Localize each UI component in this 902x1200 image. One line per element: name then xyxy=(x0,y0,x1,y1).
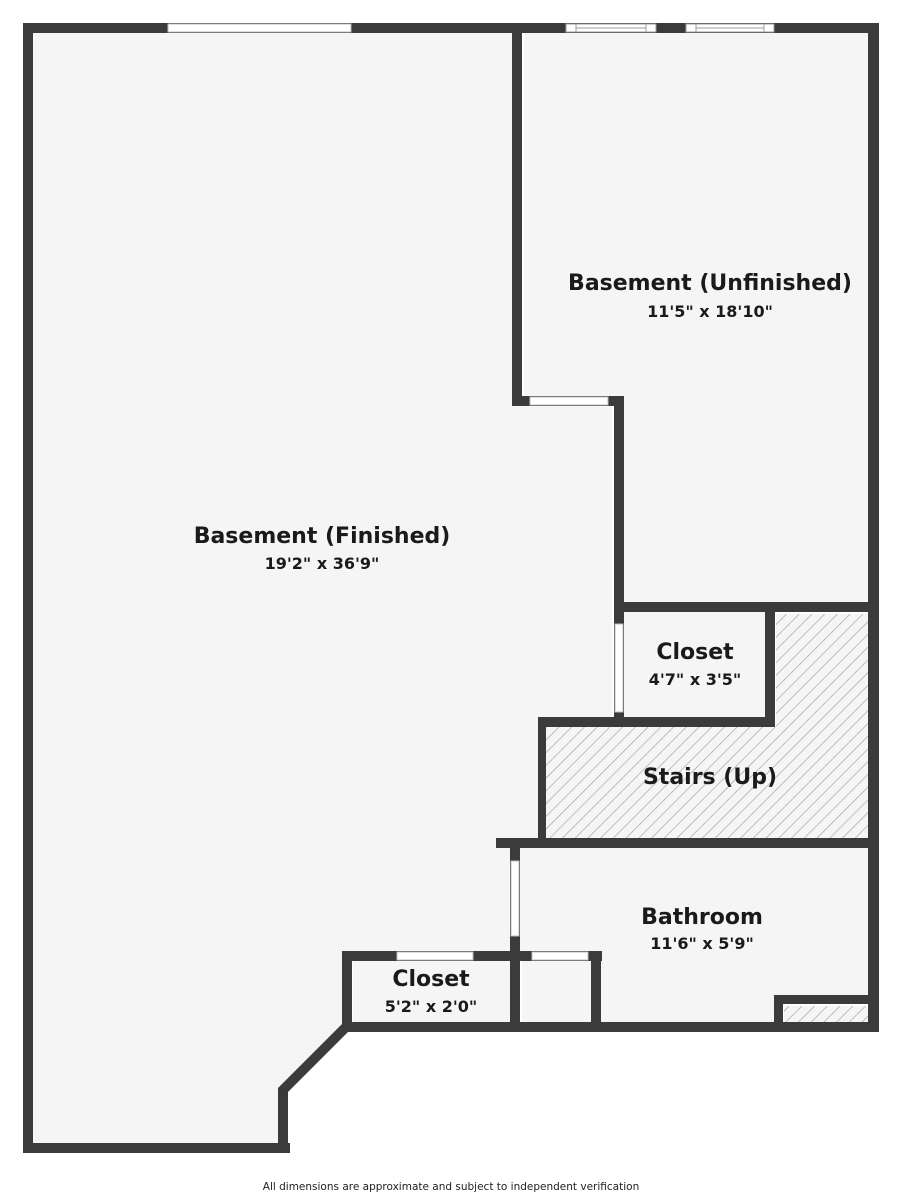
wall-bottom-left xyxy=(23,1143,290,1153)
wall-step-vertical xyxy=(278,1088,288,1153)
opening-closet-upper xyxy=(614,623,624,713)
wall-bath-top xyxy=(496,838,879,848)
floor-basement-unfinished xyxy=(524,33,868,604)
wall-bath-cabinet-top xyxy=(774,995,874,1004)
bath-hatch xyxy=(784,1006,868,1022)
floor-basement-finished xyxy=(33,33,612,1145)
wall-closet-bottom xyxy=(538,717,775,727)
wall-bath-cabinet-side xyxy=(774,995,783,1027)
floor-closet-upper xyxy=(624,612,765,717)
opening-closet-lower xyxy=(396,951,474,961)
wall-top xyxy=(23,23,879,33)
label-closet-upper-dims: 4'7" x 3'5" xyxy=(649,670,741,689)
wall-bottom-right xyxy=(342,1022,879,1032)
opening-nook xyxy=(531,951,589,961)
wall-lower-closet-left xyxy=(342,951,352,1028)
wall-closet-top xyxy=(614,602,879,612)
wall-closet-right xyxy=(765,604,775,727)
wall-right xyxy=(868,23,879,1032)
wall-closet-divider xyxy=(510,951,520,1029)
floor-nook xyxy=(522,961,592,1022)
floor-bathroom xyxy=(520,848,868,1022)
label-basement-unfinished-dims: 11'5" x 18'10" xyxy=(647,302,773,321)
room-labels: Basement (Unfinished) 11'5" x 18'10" Bas… xyxy=(194,271,852,1016)
label-basement-unfinished-name: Basement (Unfinished) xyxy=(568,271,852,296)
wall-stairs-left xyxy=(538,717,546,842)
wall-divider-upper xyxy=(512,23,522,406)
opening-unfinished xyxy=(529,396,609,406)
label-bathroom-name: Bathroom xyxy=(641,905,763,930)
label-closet-lower-name: Closet xyxy=(392,967,470,992)
label-basement-finished-dims: 19'2" x 36'9" xyxy=(265,554,380,573)
window-top-unfinished-2 xyxy=(685,23,775,33)
disclaimer-text: All dimensions are approximate and subje… xyxy=(262,1181,640,1193)
label-closet-lower-dims: 5'2" x 2'0" xyxy=(385,997,477,1016)
wall-divider-lower xyxy=(614,396,624,726)
label-basement-finished-name: Basement (Finished) xyxy=(194,524,451,549)
walls xyxy=(23,23,879,1153)
label-bathroom-dims: 11'6" x 5'9" xyxy=(650,934,754,953)
window-top-unfinished-1 xyxy=(565,23,657,33)
stairs-hatch xyxy=(542,614,868,838)
openings xyxy=(167,23,775,961)
wall-diagonal xyxy=(278,1020,352,1092)
label-closet-upper-name: Closet xyxy=(656,640,734,665)
wall-left xyxy=(23,23,33,1153)
floor-closet-lower xyxy=(353,961,510,1022)
window-top-finished xyxy=(167,23,352,33)
wall-nook-right xyxy=(591,951,601,1029)
opening-bathroom xyxy=(510,860,520,937)
floor-areas xyxy=(33,33,868,1145)
label-stairs-name: Stairs (Up) xyxy=(643,765,777,790)
